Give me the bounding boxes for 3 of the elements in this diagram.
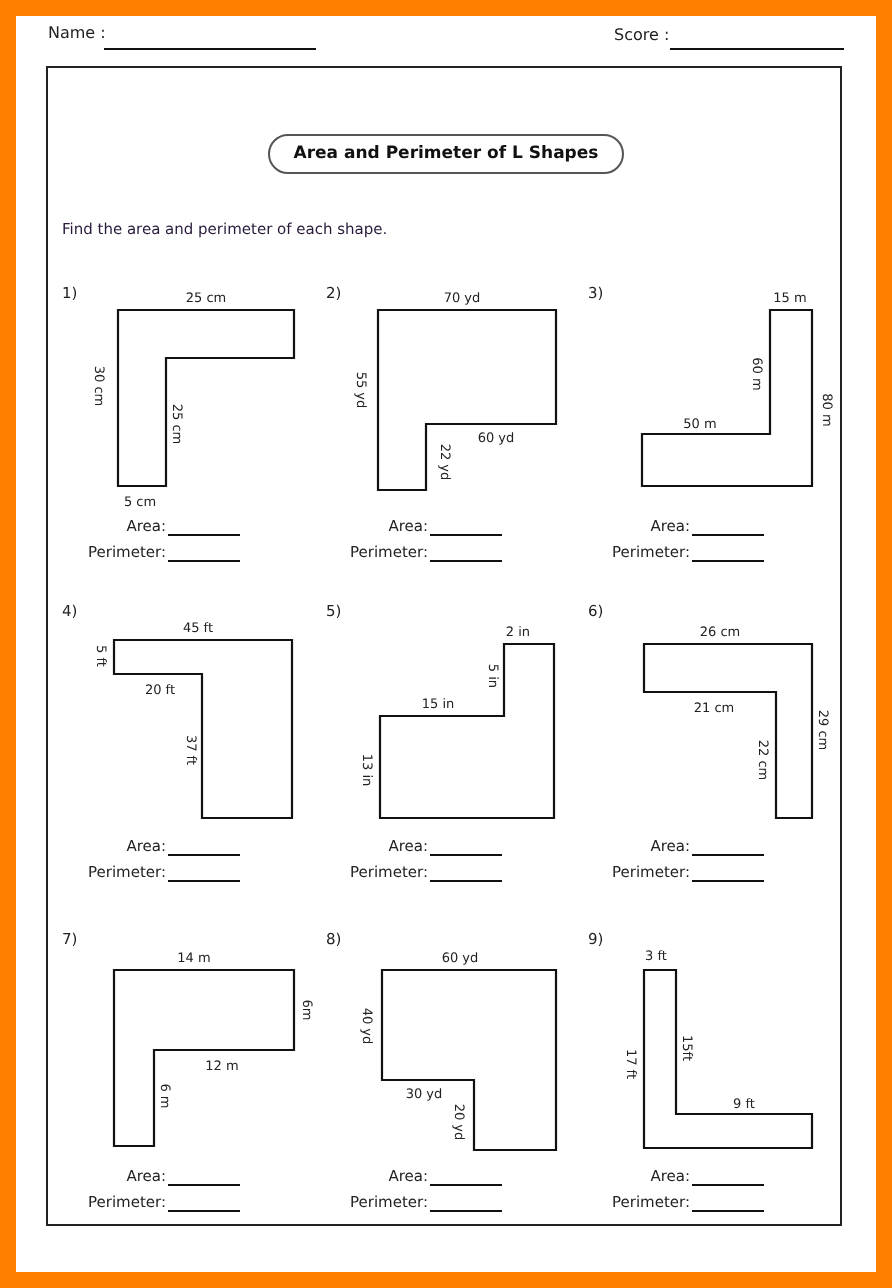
name-label: Name : [48,26,106,42]
worksheet-title: Area and Perimeter of L Shapes [268,134,624,174]
score-label: Score : [614,28,670,44]
